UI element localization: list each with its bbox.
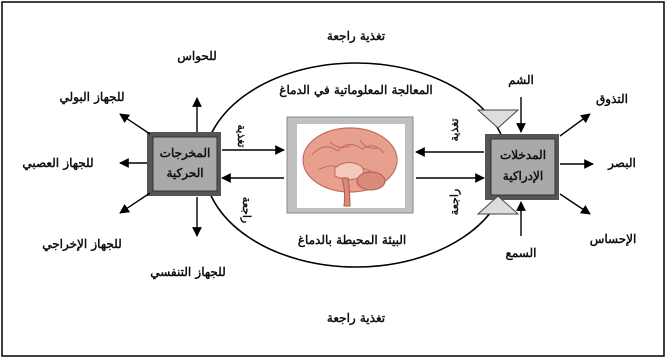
output-urinary-label: للجهاز البولي [59,90,124,105]
output-excretory-label: للجهاز الإخراجي [42,237,122,252]
arrow-from-touch [559,193,591,215]
bottom-funnel [476,195,520,215]
output-box-line2: الحركية [166,166,203,181]
output-box-line1: المخرجات [160,146,211,161]
left-feedback-line2: راجعة [240,197,253,223]
output-senses-label: للحواس [177,49,217,64]
input-hearing-label: السمع [505,246,536,261]
right-feedback-line2: راجعة [448,189,461,215]
input-smell-label: الشم [508,73,534,88]
environment-label: البيئة المحيطة بالدماغ [298,233,406,248]
feedback-top-label: تغذية راجعة [327,29,386,44]
input-taste-label: التذوق [596,92,628,107]
input-box: المدخلات الإدراكية [485,134,559,200]
arrow-to-urinary [119,113,151,135]
output-respiratory-label: للجهاز التنفسي [150,265,226,280]
arrow-from-taste [559,113,591,137]
right-feedback-line1: تغذية [448,118,461,141]
left-feedback-line1: تغذية [235,124,248,147]
top-funnel [476,109,520,129]
input-touch-label: الإحساس [590,232,637,247]
arrow-to-excretory [119,192,151,214]
input-sight-label: البصر [607,156,636,171]
output-box: المخرجات الحركية [147,132,221,196]
output-nervous-label: للجهاز العصبي [22,156,93,171]
feedback-bottom-label: تغذية راجعة [327,311,386,326]
brain-image [286,116,414,214]
input-box-line1: المدخلات [500,148,546,162]
input-box-line2: الإدراكية [503,169,543,184]
processing-label: المعالجة المعلوماتية في الدماغ [279,83,432,98]
